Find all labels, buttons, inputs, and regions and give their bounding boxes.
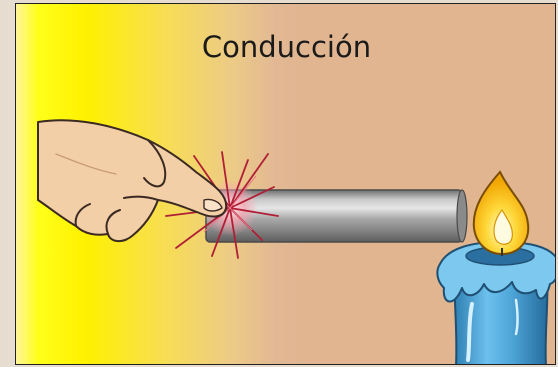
candle-icon [436,241,555,364]
page-title: Conducción [201,30,372,64]
metal-rod [205,189,468,243]
illustration-panel: Conducción [15,3,556,365]
conduction-illustration [37,119,555,364]
hand-icon [37,119,228,242]
flame-icon [472,170,530,256]
